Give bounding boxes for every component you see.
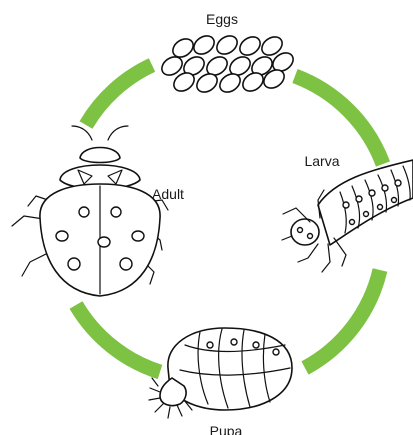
ladybug-larva-icon xyxy=(282,160,413,272)
stage-label-eggs: Eggs xyxy=(206,11,238,27)
cycle-arc-larva-to-pupa xyxy=(305,270,380,368)
egg-cluster-icon xyxy=(158,32,296,96)
stage-label-adult: Adult xyxy=(152,186,184,202)
cycle-arc-eggs-to-larva xyxy=(295,76,383,164)
stage-label-larva: Larva xyxy=(304,153,339,169)
stage-label-pupa: Pupa xyxy=(210,423,243,435)
cycle-arc-adult-to-eggs xyxy=(86,65,152,125)
ladybug-pupa-icon xyxy=(149,328,292,418)
cycle-arc-pupa-to-adult xyxy=(76,305,160,372)
ladybug-adult-icon xyxy=(12,126,168,296)
